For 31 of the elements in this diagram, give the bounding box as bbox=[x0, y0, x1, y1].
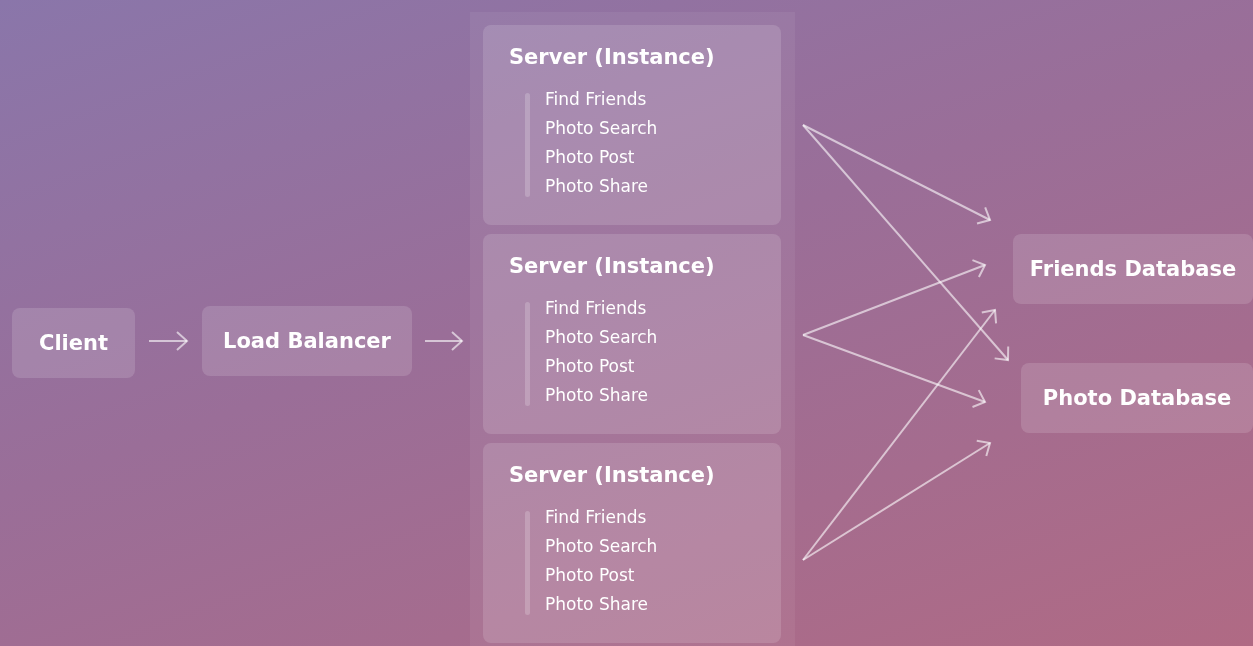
feature-item: Photo Share bbox=[545, 594, 648, 614]
feature-item: Photo Search bbox=[545, 536, 658, 556]
arrow bbox=[802, 309, 998, 561]
feature-item: Find Friends bbox=[545, 298, 647, 318]
server-title: Server (Instance) bbox=[509, 463, 715, 487]
arrow bbox=[802, 334, 986, 408]
server-box bbox=[483, 234, 781, 434]
feature-item: Photo Post bbox=[545, 356, 635, 376]
feature-item: Photo Post bbox=[545, 147, 635, 167]
feature-item: Find Friends bbox=[545, 89, 647, 109]
component-box: Load Balancer bbox=[202, 306, 412, 376]
server-group-panel bbox=[470, 12, 795, 646]
feature-item: Photo Search bbox=[545, 118, 658, 138]
arrow bbox=[148, 331, 188, 351]
arrow bbox=[802, 124, 991, 225]
arrow bbox=[802, 259, 986, 336]
feature-item: Photo Search bbox=[545, 327, 658, 347]
component-box: Photo Database bbox=[1021, 363, 1253, 433]
arrow bbox=[424, 331, 463, 351]
server-title: Server (Instance) bbox=[509, 45, 715, 69]
feature-item: Find Friends bbox=[545, 507, 647, 527]
arrow bbox=[802, 439, 991, 561]
feature-item: Photo Share bbox=[545, 385, 648, 405]
server-title: Server (Instance) bbox=[509, 254, 715, 278]
component-box: Client bbox=[12, 308, 135, 378]
feature-item: Photo Post bbox=[545, 565, 635, 585]
server-box bbox=[483, 443, 781, 643]
arrow bbox=[802, 124, 1010, 361]
server-box bbox=[483, 25, 781, 225]
component-box: Friends Database bbox=[1013, 234, 1253, 304]
feature-item: Photo Share bbox=[545, 176, 648, 196]
